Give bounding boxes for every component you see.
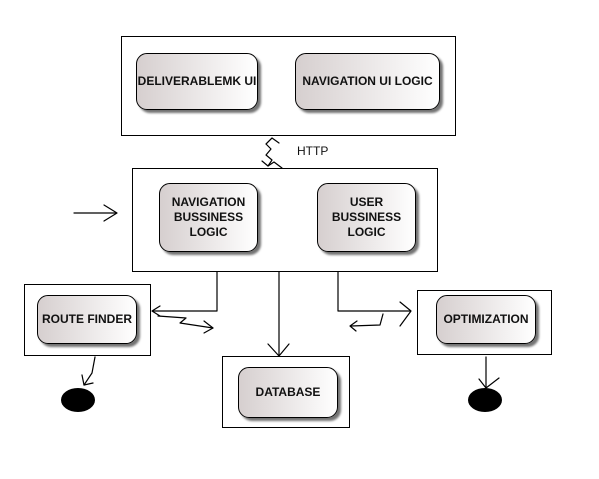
- optimization-return-arrowhead: [349, 320, 358, 332]
- http-arrowhead-bottom: [261, 160, 283, 169]
- navigation-business-logic-node: NAVIGATION BUSSINESS LOGIC: [159, 183, 258, 252]
- optimization-arrowhead: [399, 301, 412, 327]
- navigation-business-logic-label: NAVIGATION BUSSINESS LOGIC: [171, 195, 246, 239]
- optimization-terminal-node: [468, 388, 502, 412]
- optimization-node: OPTIMIZATION: [436, 295, 536, 344]
- route-finder-terminal-arrowhead: [81, 374, 94, 386]
- route-finder-node: ROUTE FINDER: [37, 295, 137, 344]
- route-finder-label: ROUTE FINDER: [42, 312, 132, 326]
- navigation-ui-logic-node: NAVIGATION UI LOGIC: [295, 53, 440, 110]
- user-business-logic-node: USER BUSSINESS LOGIC: [317, 183, 416, 252]
- navigation-ui-logic-label: NAVIGATION UI LOGIC: [302, 74, 433, 88]
- route-finder-terminal-connector: [83, 356, 96, 386]
- user-business-logic-label: USER BUSSINESS LOGIC: [331, 195, 402, 239]
- optimization-return-squiggle: [350, 313, 384, 327]
- route-finder-connector: [152, 271, 218, 312]
- optimization-connector: [337, 271, 411, 312]
- optimization-terminal-arrowhead: [478, 377, 500, 389]
- entry-arrowhead: [103, 204, 118, 222]
- route-finder-arrowhead: [151, 305, 161, 317]
- route-finder-return-squiggle: [157, 315, 214, 329]
- route-finder-terminal-node: [61, 388, 95, 412]
- database-label: DATABASE: [255, 385, 321, 399]
- http-arrowhead-top: [265, 137, 280, 145]
- database-node: DATABASE: [238, 367, 338, 418]
- optimization-label: OPTIMIZATION: [443, 312, 529, 326]
- http-connector-arrow: [265, 137, 273, 167]
- deliverable-ui-node: DELIVERABLEMK UI: [136, 53, 258, 110]
- route-finder-return-arrowhead: [203, 320, 214, 334]
- deliverable-ui-label: DELIVERABLEMK UI: [137, 74, 257, 88]
- http-label: HTTP: [297, 144, 329, 158]
